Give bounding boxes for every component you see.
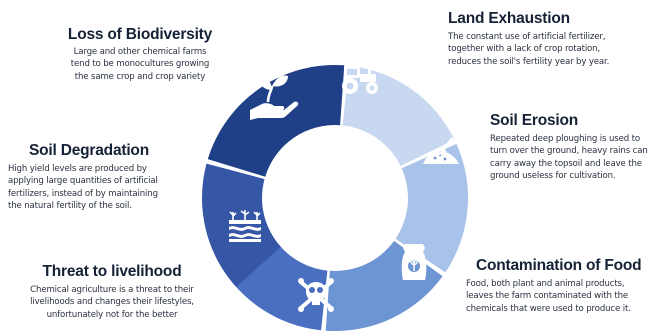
description-line: High yield levels are produced by — [8, 164, 147, 174]
land-exhaustion-description: The constant use of artificial fertilize… — [448, 31, 663, 68]
description-line: Food, both plant and animal products, — [466, 279, 625, 289]
contamination-of-food-description: Food, both plant and animal products, le… — [466, 278, 666, 315]
description-line: unfortunately not for the better — [46, 309, 178, 320]
segment-land-exhaustion — [342, 65, 455, 166]
description-line: the natural fertility of the soil. — [8, 200, 132, 211]
description-line: fertilizers, instead of by maintaining — [8, 188, 158, 199]
description-line: the same crop and crop variety — [74, 71, 206, 82]
chemical-sack-icon — [401, 244, 427, 280]
loss-of-biodiversity-block: Loss of Biodiversity Large and other che… — [40, 26, 240, 83]
segment-soil-degradation — [201, 163, 281, 287]
description-line: turn over the ground, heavy rains can — [490, 146, 648, 157]
segment-loss-of-biodiversity — [207, 64, 345, 177]
soil-degradation-block: Soil Degradation High yield levels are p… — [0, 142, 178, 212]
threat-to-livelihood-title: Threat to livelihood — [42, 263, 182, 280]
loss-of-biodiversity-description: Large and other chemical farms tend to b… — [40, 46, 240, 83]
description-line: reduces the soil's fertility year by yea… — [448, 56, 610, 67]
description-line: The constant use of artificial fertilize… — [448, 32, 606, 42]
threat-to-livelihood-block: Threat to livelihood Chemical agricultur… — [12, 263, 212, 321]
description-line: ground useless for cultivation. — [490, 170, 616, 181]
description-line: Chemical agriculture is a threat to thei… — [30, 285, 194, 295]
soil-degradation-title: Soil Degradation — [29, 142, 149, 159]
soil-erosion-title: Soil Erosion — [490, 112, 579, 129]
description-line: carry away the topsoil and leave the — [490, 158, 642, 169]
contamination-of-food-block: Contamination of Food Food, both plant a… — [466, 257, 666, 315]
description-line: chemicals that were used to produce it. — [466, 303, 631, 314]
loss-of-biodiversity-title: Loss of Biodiversity — [67, 26, 213, 43]
description-line: Repeated deep ploughing is used to — [490, 134, 640, 144]
soil-layers-icon — [229, 210, 261, 242]
contamination-of-food-title: Contamination of Food — [476, 257, 642, 274]
land-exhaustion-title: Land Exhaustion — [448, 10, 570, 27]
description-line: applying large quantities of artificial — [8, 176, 158, 187]
description-line: Large and other chemical farms — [73, 47, 207, 57]
segment-soil-erosion — [395, 143, 469, 273]
land-exhaustion-block: Land Exhaustion The constant use of arti… — [448, 10, 663, 68]
threat-to-livelihood-description: Chemical agriculture is a threat to thei… — [12, 284, 212, 321]
tractor-icon — [342, 66, 378, 94]
description-line: livelihoods and changes their lifestyles… — [30, 297, 194, 308]
description-line: tend to be monocultures growing — [70, 59, 210, 70]
description-line: leaves the farm contaminated with the — [466, 291, 629, 302]
soil-erosion-block: Soil Erosion Repeated deep ploughing is … — [490, 112, 668, 182]
soil-degradation-description: High yield levels are produced by applyi… — [0, 163, 178, 212]
plant-in-hand-icon — [250, 75, 299, 120]
skull-crossbones-icon — [298, 278, 334, 312]
soil-erosion-description: Repeated deep ploughing is used to turn … — [490, 133, 668, 182]
description-line: together with a lack of crop rotation, — [448, 44, 601, 55]
shovel-in-soil-icon — [423, 128, 461, 164]
